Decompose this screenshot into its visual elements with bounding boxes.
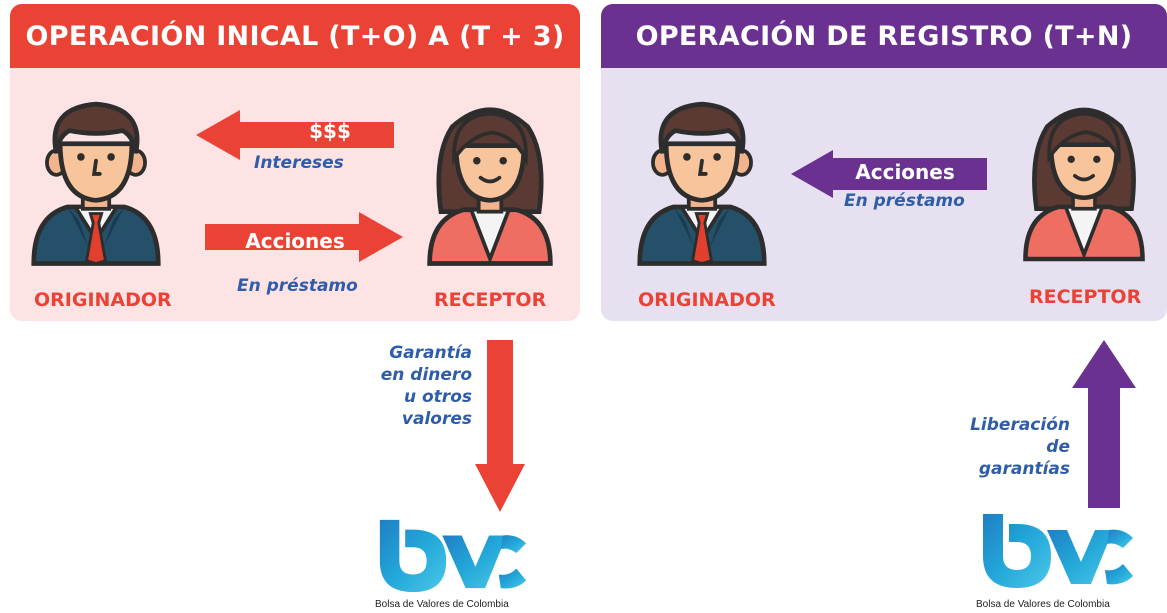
woman-avatar-icon [1020,86,1148,272]
collateral-release-caption: Liberación de garantías [970,415,1070,479]
money-arrow-label: $$$ [309,119,351,143]
shares-return-left-arrow [791,150,987,198]
bvc-logo-caption: Bolsa de Valores de Colombia [375,599,509,610]
man-avatar-icon [30,86,162,276]
bvc-logo-icon [379,519,527,593]
right-shares-arrow-label: Acciones [855,160,955,184]
bvc-logo-caption: Bolsa de Valores de Colombia [976,599,1110,610]
man-avatar-icon [636,86,768,276]
collateral-down-arrow [475,340,525,512]
right-receptor-label: RECEPTOR [1029,286,1142,308]
left-shares-arrow-label: Acciones [245,229,345,253]
left-receptor-label: RECEPTOR [434,289,547,311]
money-left-arrow [196,110,394,160]
registration-operation-title: OPERACIÓN DE REGISTRO (T+N) [601,4,1167,68]
left-originator-label: ORIGINADOR [34,289,172,311]
bvc-logo-icon [983,514,1133,588]
money-arrow-caption: Intereses [254,153,344,173]
left-shares-arrow-caption: En préstamo [237,276,358,296]
initial-operation-title: OPERACIÓN INICAL (T+O) A (T + 3) [10,4,580,68]
right-shares-arrow-caption: En préstamo [844,191,965,211]
shares-right-arrow [205,212,403,262]
collateral-caption: Garantía en dinero u otros valores [380,343,472,429]
woman-avatar-icon [424,86,556,276]
collateral-release-up-arrow [1072,340,1136,508]
right-originator-label: ORIGINADOR [638,289,776,311]
